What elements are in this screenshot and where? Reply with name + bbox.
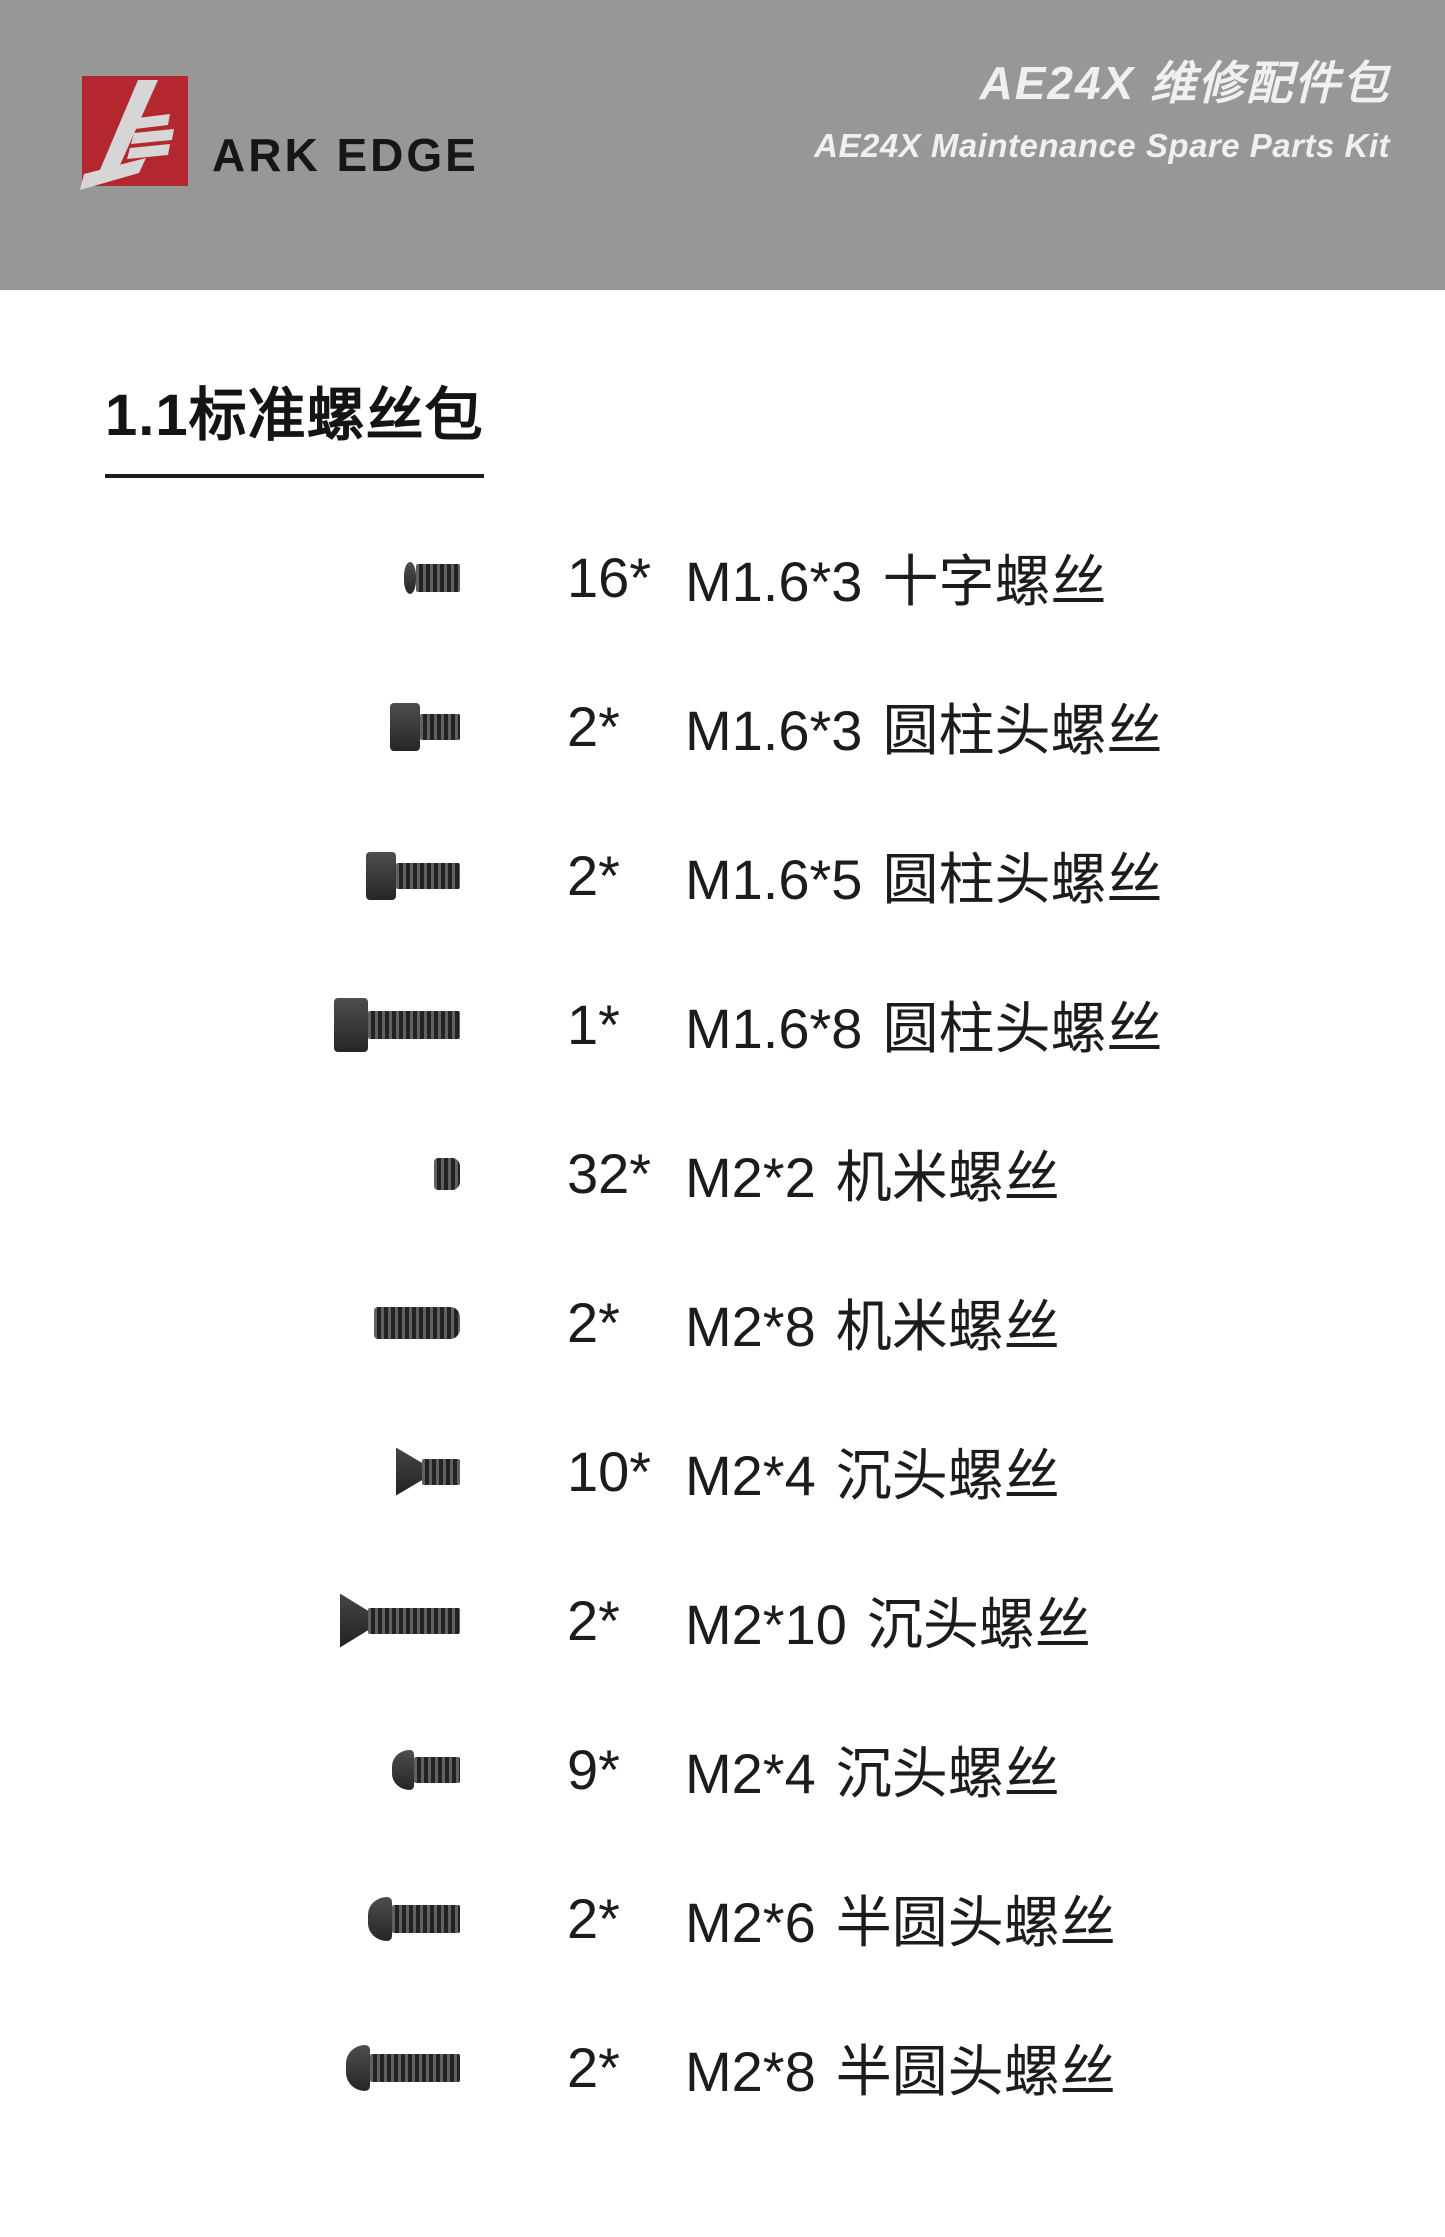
brand-wordmark: ARK EDGE [212, 129, 479, 181]
spec-label: M2*8 [685, 1295, 816, 1358]
spec-label: M1.6*3 [685, 550, 863, 613]
button-head-screw-icon [346, 2044, 460, 2091]
parts-list-row: 9* M2*4 沉头螺丝 [0, 1695, 1445, 1844]
quantity-label: 2* [567, 2036, 620, 2099]
parts-list-row: 1* M1.6*8 圆柱头螺丝 [0, 950, 1445, 1099]
pan-head-screw-icon [404, 561, 460, 594]
screw-name-label: 圆柱头螺丝 [882, 699, 1163, 762]
quantity-label: 2* [567, 1291, 620, 1354]
parts-list: 16* M1.6*3 十字螺丝 2* M1.6*3 圆柱头螺丝 2* M1.6*5 圆… [0, 503, 1445, 2142]
quantity-label: 32* [567, 1142, 652, 1205]
countersunk-screw-icon [340, 1593, 460, 1648]
spec-label: M1.6*5 [685, 848, 863, 911]
parts-list-row: 32* M2*2 机米螺丝 [0, 1099, 1445, 1248]
set-screw-icon [434, 1157, 460, 1190]
spec-label: M2*10 [685, 1593, 847, 1656]
parts-list-row: 2* M1.6*3 圆柱头螺丝 [0, 652, 1445, 801]
spec-label: M1.6*3 [685, 699, 863, 762]
spec-label: M2*4 [685, 1742, 816, 1805]
parts-list-row: 2* M2*6 半圆头螺丝 [0, 1844, 1445, 1993]
quantity-label: 2* [567, 844, 620, 907]
screw-name-label: 沉头螺丝 [866, 1593, 1091, 1656]
brand-logo: ARK EDGE [80, 76, 479, 192]
kit-title-zh: AE24X 维修配件包 [979, 57, 1390, 109]
header-band: ARK EDGE AE24X 维修配件包 AE24X Maintenance S… [0, 0, 1445, 290]
spec-label: M2*2 [685, 1146, 816, 1209]
header-titles: AE24X 维修配件包 AE24X Maintenance Spare Part… [814, 56, 1390, 165]
screw-name-label: 半圆头螺丝 [835, 1891, 1116, 1954]
quantity-label: 16* [567, 546, 652, 609]
cylinder-head-screw-icon [366, 851, 460, 900]
button-head-screw-icon [368, 1896, 460, 1941]
cylinder-head-screw-icon [390, 702, 460, 751]
quantity-label: 10* [567, 1440, 652, 1503]
screw-name-label: 圆柱头螺丝 [882, 848, 1163, 911]
quantity-label: 2* [567, 1887, 620, 1950]
parts-list-row: 2* M2*8 半圆头螺丝 [0, 1993, 1445, 2142]
quantity-label: 9* [567, 1738, 620, 1801]
parts-list-row: 16* M1.6*3 十字螺丝 [0, 503, 1445, 652]
quantity-label: 2* [567, 695, 620, 758]
screw-name-label: 沉头螺丝 [835, 1444, 1060, 1507]
screw-name-label: 圆柱头螺丝 [882, 997, 1163, 1060]
spec-label: M2*4 [685, 1444, 816, 1507]
screw-name-label: 十字螺丝 [882, 550, 1107, 613]
parts-list-row: 2* M2*8 机米螺丝 [0, 1248, 1445, 1397]
ae-monogram-icon [80, 74, 192, 192]
cylinder-head-screw-icon [334, 997, 460, 1052]
parts-list-row: 10* M2*4 沉头螺丝 [0, 1397, 1445, 1546]
parts-list-row: 2* M1.6*5 圆柱头螺丝 [0, 801, 1445, 950]
quantity-label: 1* [567, 993, 620, 1056]
screw-name-label: 半圆头螺丝 [835, 2040, 1116, 2103]
screw-name-label: 机米螺丝 [835, 1146, 1060, 1209]
countersunk-screw-icon [396, 1447, 460, 1496]
button-head-screw-icon [392, 1749, 460, 1790]
screw-name-label: 沉头螺丝 [835, 1742, 1060, 1805]
set-screw-icon [374, 1306, 460, 1339]
parts-list-row: 2* M2*10 沉头螺丝 [0, 1546, 1445, 1695]
kit-title-en: AE24X Maintenance Spare Parts Kit [814, 127, 1390, 165]
screw-name-label: 机米螺丝 [835, 1295, 1060, 1358]
spec-label: M1.6*8 [685, 997, 863, 1060]
spec-label: M2*6 [685, 1891, 816, 1954]
spec-label: M2*8 [685, 2040, 816, 2103]
quantity-label: 2* [567, 1589, 620, 1652]
section-title: 1.1标准螺丝包 [105, 368, 484, 478]
